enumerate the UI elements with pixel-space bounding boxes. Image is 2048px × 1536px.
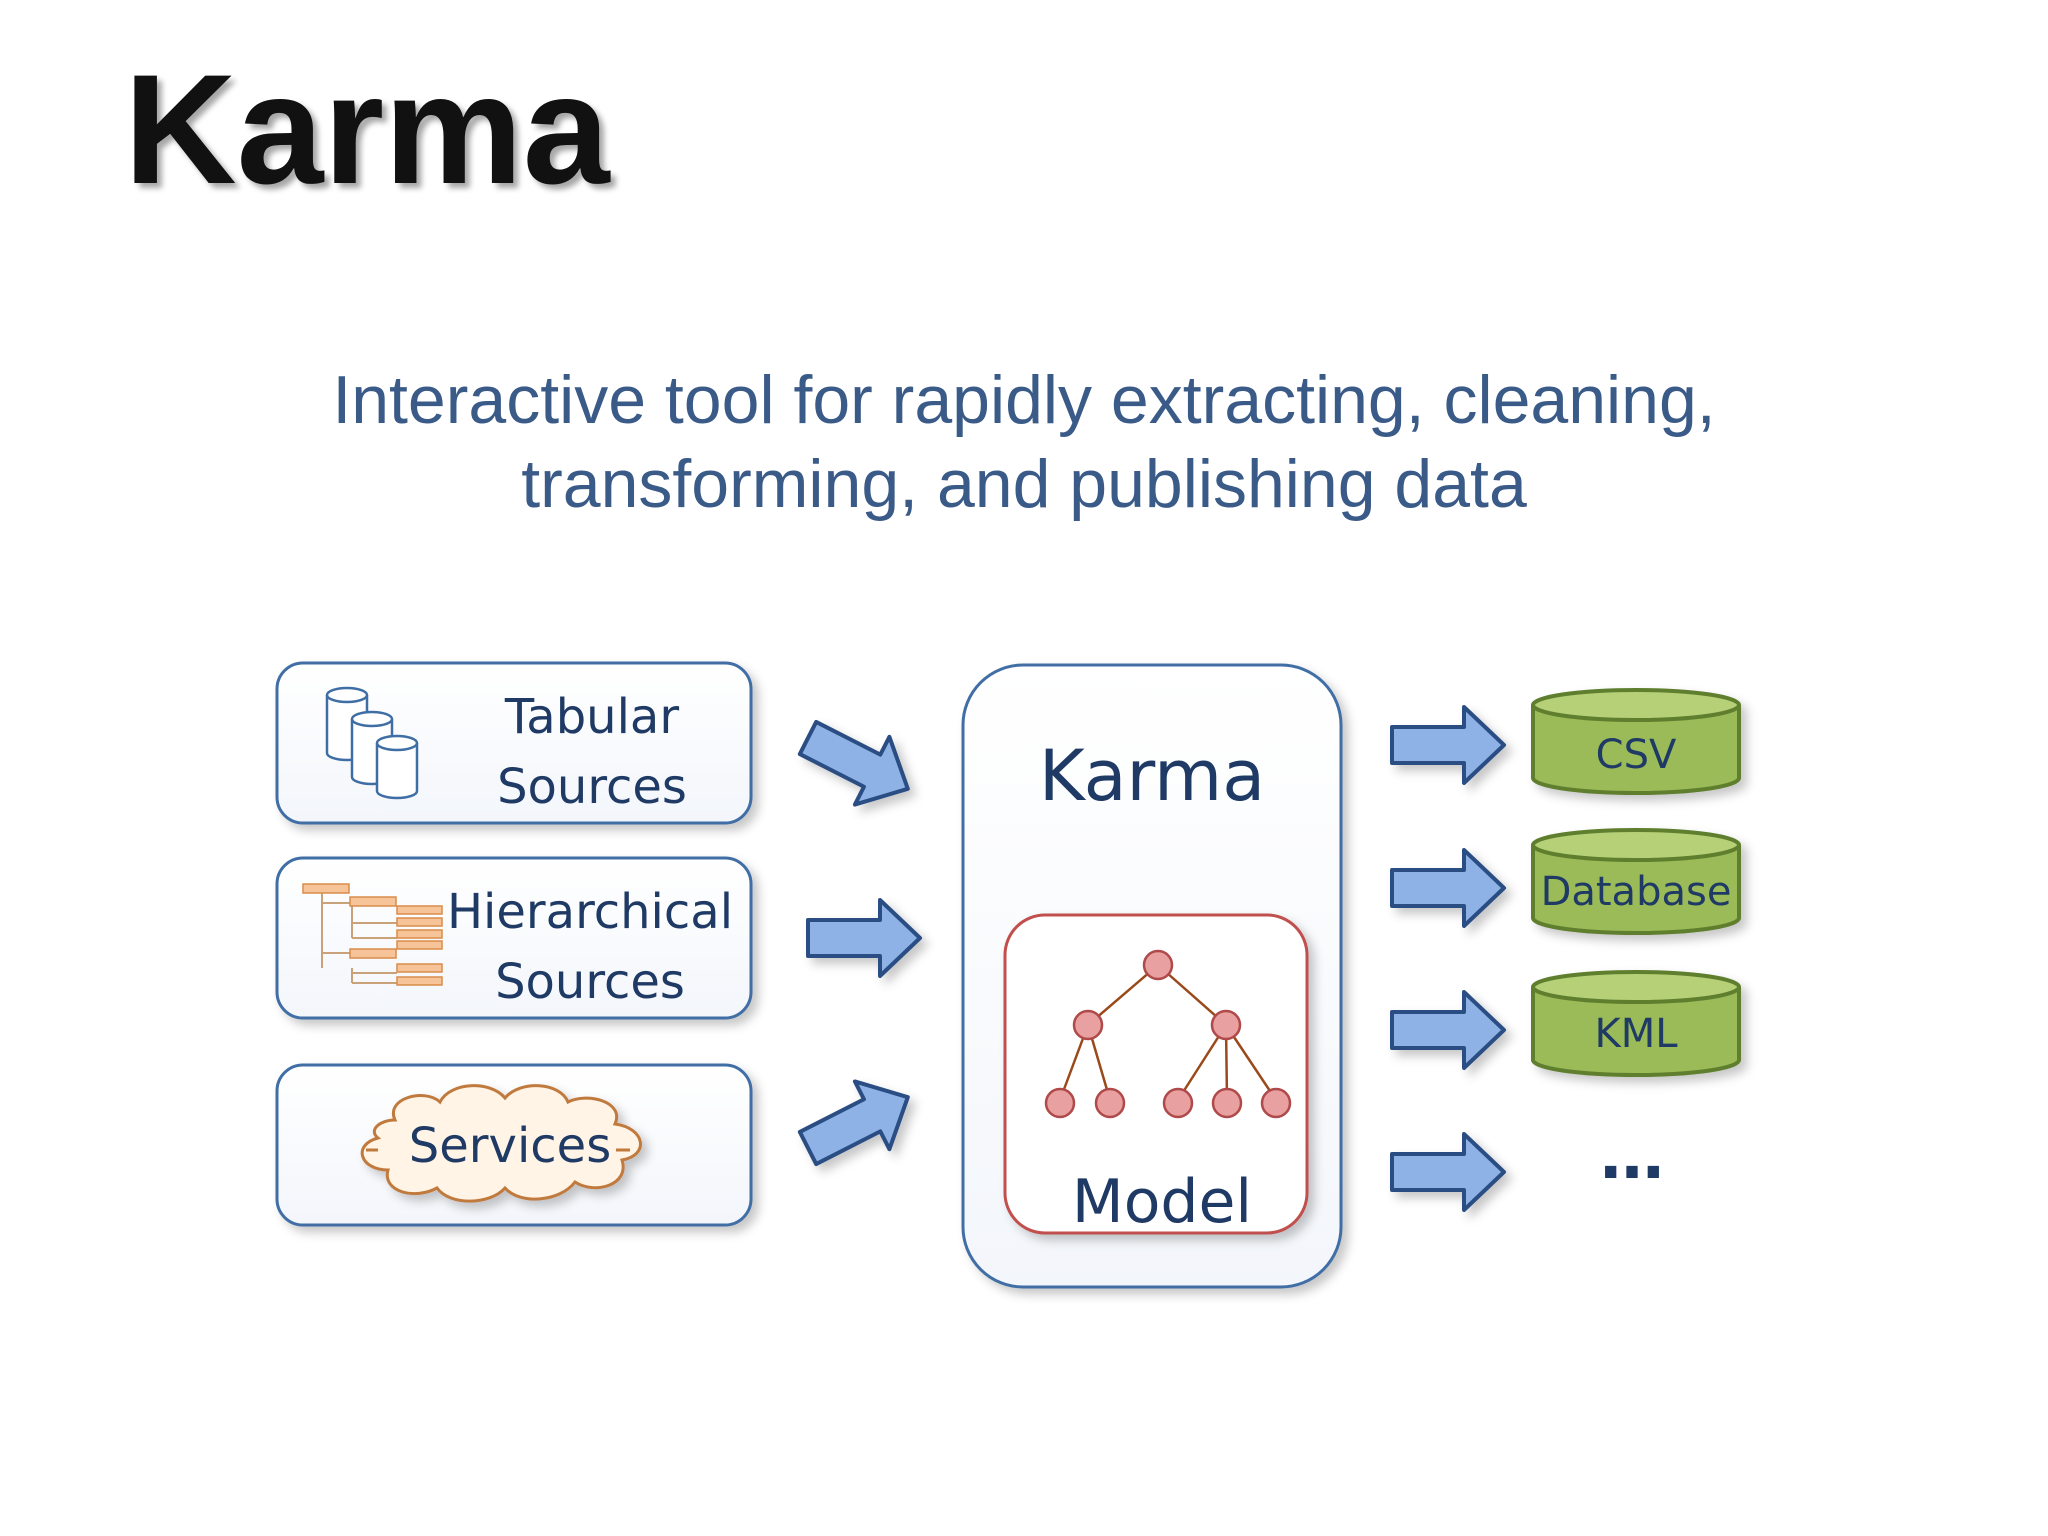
output-csv-cylinder xyxy=(1531,688,1741,795)
tree-model-icon xyxy=(1044,949,1292,1119)
arrow-services-to-karma-icon xyxy=(797,1079,910,1167)
subtitle-line-2: transforming, and publishing data xyxy=(521,446,1527,522)
karma-core-box: Karma Mode xyxy=(961,663,1343,1289)
hierarchy-tree-icon xyxy=(302,883,443,986)
tabular-label-line-1: Tabular xyxy=(504,689,679,745)
output-kml-label: KML xyxy=(1594,1011,1678,1057)
cloud-icon xyxy=(360,1084,642,1203)
tabular-sources-box: Tabular Sources xyxy=(275,661,753,825)
hierarchical-sources-box: Hierarchical Sources xyxy=(275,856,753,1020)
subtitle: Interactive tool for rapidly extracting,… xyxy=(0,358,2048,526)
arrow-hierarchical-to-karma-icon xyxy=(806,898,922,978)
hierarchical-label-line-2: Sources xyxy=(495,954,685,1010)
subtitle-line-1: Interactive tool for rapidly extracting,… xyxy=(332,362,1716,438)
services-box: Services xyxy=(275,1063,753,1227)
output-database-cylinder xyxy=(1531,828,1741,935)
database-stack-icon xyxy=(325,686,419,800)
model-label: Model xyxy=(1072,1167,1252,1237)
arrow-tabular-to-karma-icon xyxy=(797,719,910,807)
karma-core-label: Karma xyxy=(1039,735,1265,817)
output-database-label: Database xyxy=(1541,869,1732,915)
arrow-karma-to-database-icon xyxy=(1390,848,1506,928)
arrow-karma-to-kml-icon xyxy=(1390,990,1506,1070)
arrow-karma-to-more-icon xyxy=(1390,1132,1506,1212)
services-label: Services xyxy=(409,1118,611,1174)
arrow-karma-to-csv-icon xyxy=(1390,705,1506,785)
model-box: Model xyxy=(1003,913,1309,1237)
tabular-label-line-2: Sources xyxy=(497,759,687,815)
hierarchical-label-line-1: Hierarchical xyxy=(447,884,733,940)
output-more-ellipsis: … xyxy=(1600,1120,1664,1194)
output-csv-label: CSV xyxy=(1596,732,1677,778)
output-kml-cylinder xyxy=(1531,970,1741,1077)
slide-title: Karma xyxy=(124,43,610,217)
